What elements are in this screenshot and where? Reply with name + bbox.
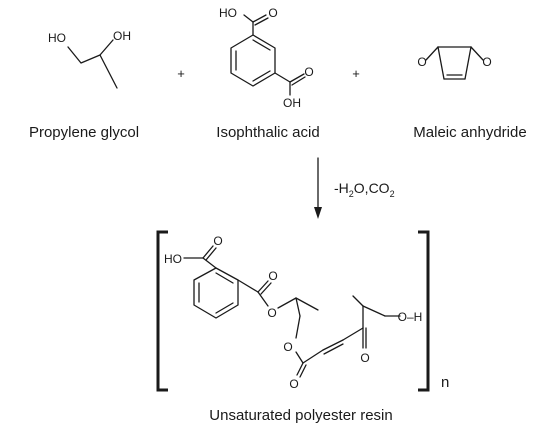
product-oxo-ester-1: O	[268, 269, 277, 283]
plus-sign-2: +	[352, 66, 360, 81]
product-oxo-acid: O	[213, 234, 222, 248]
pg-hydroxyl-left: HO	[48, 31, 66, 45]
maleic-anhydride-structure: O O	[417, 46, 492, 80]
ia-hydroxyl-top: HO	[219, 6, 237, 20]
ia-hydroxyl-bottom: OH	[283, 96, 301, 110]
reaction-conditions: -H2O,CO2	[334, 180, 395, 199]
pg-hydroxyl-right: OH	[113, 29, 131, 43]
ia-oxo-top: O	[268, 6, 277, 20]
product-ether-o-1: O	[267, 306, 276, 320]
product-oxo-ester-2: O	[289, 377, 298, 391]
ma-oxo-left: O	[417, 55, 426, 69]
ma-oxo-right: O	[482, 55, 491, 69]
product-ether-o-2: O	[283, 340, 292, 354]
right-bracket	[418, 230, 430, 392]
left-bracket	[156, 230, 168, 392]
maleic-anhydride-label: Maleic anhydride	[413, 124, 526, 141]
product-terminal-hydroxyl: O–H	[398, 310, 423, 324]
product-oxo-ketone: O	[360, 351, 369, 365]
product-hydroxyl-acid: HO	[164, 252, 182, 266]
plus-sign-1: +	[177, 66, 185, 81]
polyester-structure: HO O O O O O O O–H	[164, 234, 422, 391]
propylene-glycol-label: Propylene glycol	[29, 124, 139, 141]
ia-oxo-bottom: O	[304, 65, 313, 79]
propylene-glycol-structure: HO OH	[48, 29, 131, 89]
product-label: Unsaturated polyester resin	[209, 407, 392, 424]
repeat-unit-n: n	[441, 374, 449, 391]
isophthalic-acid-structure: HO O O OH	[219, 6, 314, 110]
reaction-arrow	[314, 157, 322, 219]
isophthalic-acid-label: Isophthalic acid	[216, 124, 319, 141]
